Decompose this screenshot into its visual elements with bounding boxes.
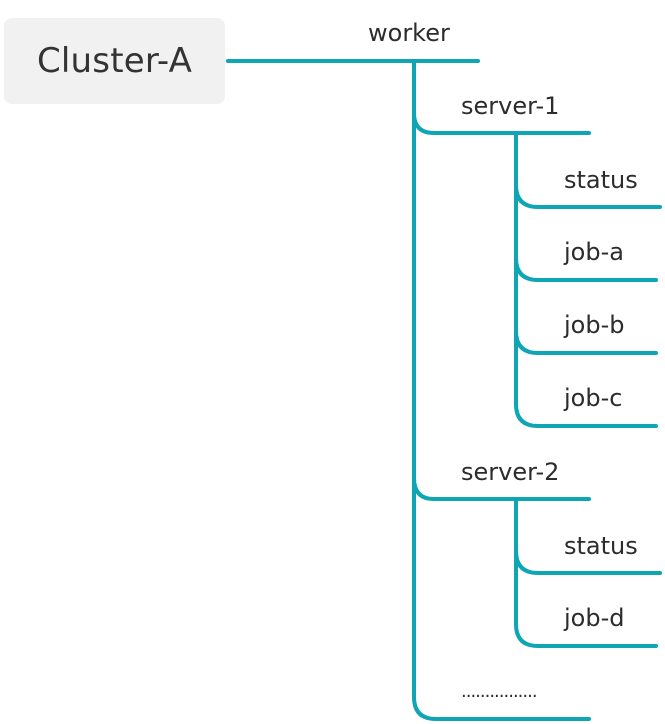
more-node-label: ................ <box>461 681 538 702</box>
server-2-node-label: server-2 <box>461 458 560 486</box>
worker-to-more-line <box>412 695 591 721</box>
server-1-node-label: server-1 <box>461 92 560 120</box>
server-1-to-job-a-line <box>514 256 658 282</box>
server-1-to-job-c-line <box>514 402 658 428</box>
server-1-to-status-line <box>514 183 662 209</box>
worker-to-server-1-line <box>412 111 591 135</box>
server-1-job-c-label: job-c <box>564 384 623 412</box>
root-node-label: Cluster-A <box>36 41 193 81</box>
server-2-to-job-d-line <box>514 622 658 648</box>
server-1-job-b-label: job-b <box>564 311 625 339</box>
root-node[interactable]: Cluster-A <box>4 18 225 104</box>
server-2-status-label: status <box>564 532 638 560</box>
server-1-status-label: status <box>564 166 638 194</box>
server-2-job-d-label: job-d <box>564 604 625 632</box>
worker-node-label: worker <box>368 19 450 47</box>
server-2-to-status-line <box>514 549 662 575</box>
server-1-to-job-b-line <box>514 329 658 355</box>
worker-to-server-2-line <box>412 476 591 501</box>
server-1-job-a-label: job-a <box>564 238 624 266</box>
